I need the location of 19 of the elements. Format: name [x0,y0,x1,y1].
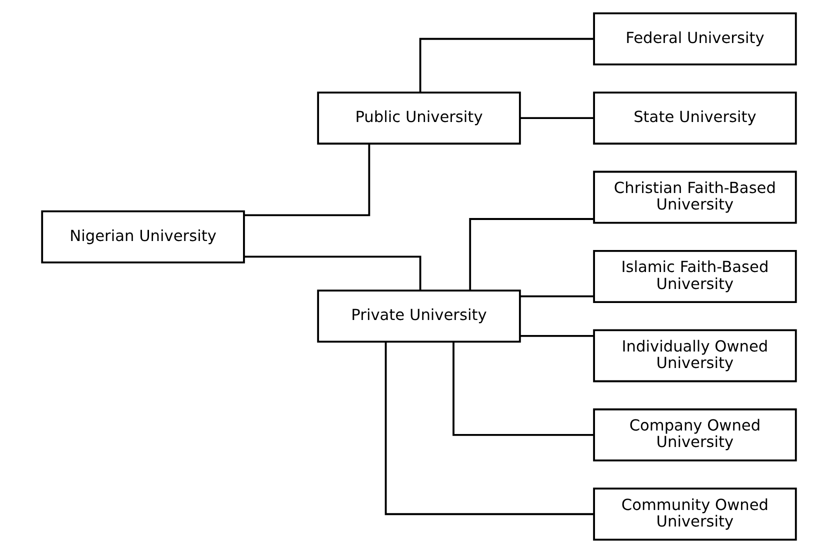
connector [520,334,594,337]
connector [244,144,370,216]
node-box: Federal University [592,12,796,66]
connector [520,117,594,120]
connector [244,256,421,290]
connector [418,38,594,92]
connector [452,342,594,436]
node-box: Nigerian University [40,210,244,264]
connector [384,342,594,516]
node-box: Public University [316,92,520,145]
connector [468,218,594,290]
node-box: Private University [316,290,520,343]
node-box: State University [592,92,796,145]
node-box: Individually Owned University [592,329,796,382]
node-box: Company Owned University [592,408,796,462]
node-box: Community Owned University [592,488,796,541]
node-box: Christian Faith-Based University [592,170,796,224]
node-box: Islamic Faith-Based University [592,250,796,303]
connector [520,295,594,298]
